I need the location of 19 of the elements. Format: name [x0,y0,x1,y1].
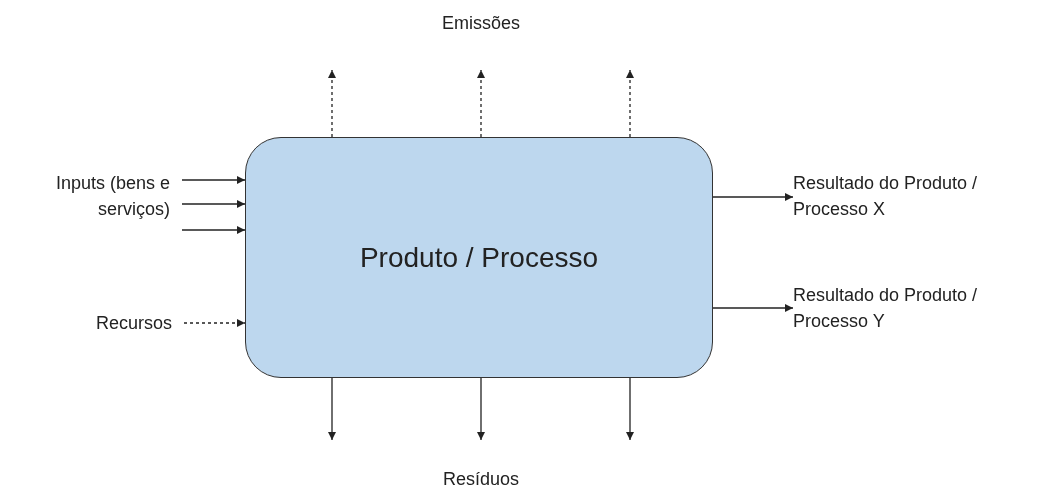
waste-label: Resíduos [441,468,520,491]
emissions-label: Emissões [441,12,521,35]
output-label: Resultado do Produto / Processo Y [793,282,1003,334]
arrow [181,226,246,234]
arrow [181,176,246,184]
arrow [328,377,336,441]
arrow [477,377,485,441]
arrow [328,69,336,138]
input-label: Recursos [72,310,172,336]
output-label: Resultado do Produto / Processo X [793,170,1003,222]
arrow [712,193,794,201]
arrow [477,69,485,138]
arrow [626,377,634,441]
arrow [626,69,634,138]
process-box: Produto / Processo [245,137,713,378]
arrow [712,304,794,312]
arrow [181,200,246,208]
arrow [183,319,246,327]
input-label: Inputs (bens e serviços) [30,170,170,224]
